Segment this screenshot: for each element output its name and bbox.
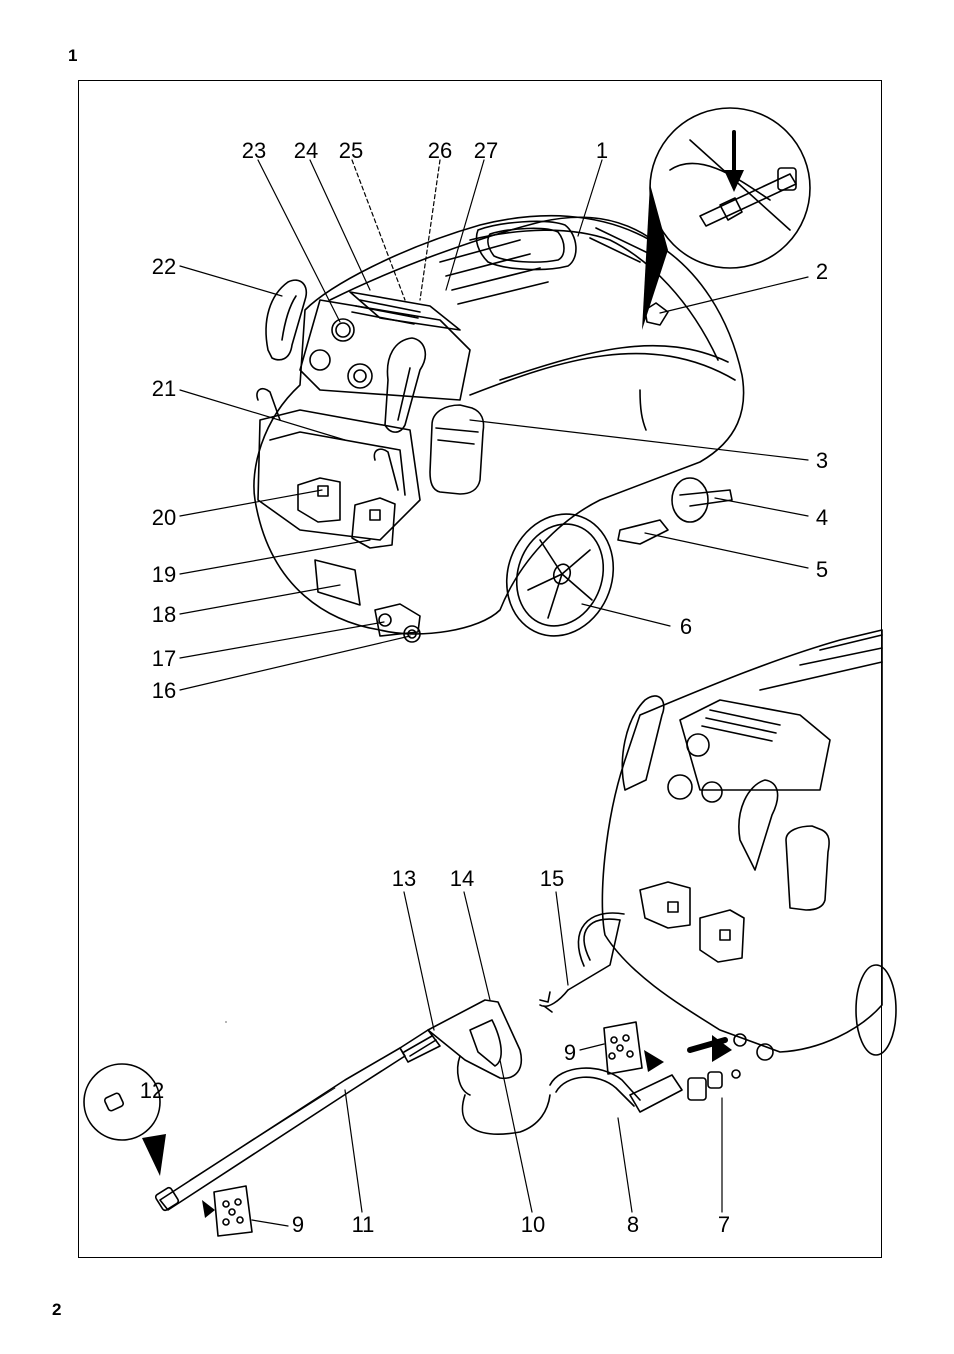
detail-magnifier-hose-clip	[642, 107, 811, 330]
callout-19: 19	[152, 562, 176, 587]
figure-number: 1	[68, 46, 78, 65]
callout-2: 2	[816, 259, 828, 284]
leader-lines	[179, 159, 809, 1227]
trigger-gun-and-spray-lance	[154, 991, 741, 1212]
callout-22: 22	[152, 254, 176, 279]
callout-21: 21	[152, 376, 176, 401]
detail-magnifier-nozzle	[83, 1063, 253, 1237]
callout-9b: 9	[292, 1212, 304, 1237]
high-pressure-hose	[539, 912, 625, 1008]
callout-1: 1	[596, 138, 608, 163]
callout-27: 27	[474, 138, 498, 163]
callout-labels: 23 24 25 26 27 1 22 2 21 3 20 4 19 5 18 …	[140, 138, 828, 1237]
callout-9a: 9	[564, 1040, 576, 1065]
callout-5: 5	[816, 557, 828, 582]
callout-14: 14	[450, 866, 474, 891]
callout-26: 26	[428, 138, 452, 163]
callout-12: 12	[140, 1078, 164, 1103]
callout-6: 6	[680, 614, 692, 639]
callout-23: 23	[242, 138, 266, 163]
callout-17: 17	[152, 646, 176, 671]
callout-18: 18	[152, 602, 176, 627]
callout-3: 3	[816, 448, 828, 473]
callout-13: 13	[392, 866, 416, 891]
callout-15: 15	[540, 866, 564, 891]
page-number: 2	[52, 1300, 62, 1319]
callout-25: 25	[339, 138, 363, 163]
second-machine-illustration	[601, 629, 897, 1062]
callout-4: 4	[816, 505, 828, 530]
callout-7: 7	[718, 1212, 730, 1237]
main-machine-illustration	[253, 214, 745, 643]
callout-10: 10	[521, 1212, 545, 1237]
callout-11: 11	[352, 1212, 375, 1237]
callout-24: 24	[294, 138, 318, 163]
callout-8: 8	[627, 1212, 639, 1237]
callout-16: 16	[152, 678, 176, 703]
callout-20: 20	[152, 505, 176, 530]
